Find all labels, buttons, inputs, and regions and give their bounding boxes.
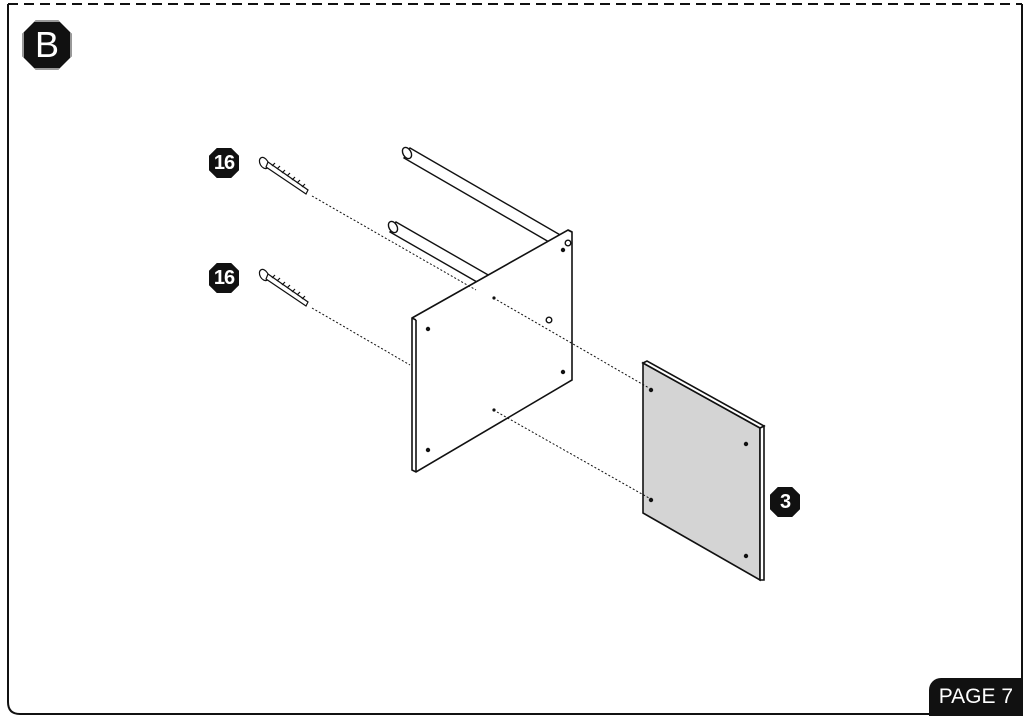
dowel-rods — [387, 146, 563, 287]
page-number: PAGE 7 — [928, 678, 1023, 716]
side-panel — [411, 229, 573, 473]
part-label-panel: 3 — [770, 487, 800, 517]
step-badge: B — [22, 20, 72, 70]
page-border — [7, 4, 1023, 715]
screw-top — [258, 156, 309, 195]
part-label-screw-top: 16 — [209, 148, 239, 178]
grey-panel-holes — [648, 387, 749, 559]
side-panel-holes — [425, 239, 572, 453]
screw-bottom — [258, 268, 309, 307]
alignment-guides — [311, 195, 650, 499]
grey-panel — [641, 360, 766, 582]
part-label-screw-bottom: 16 — [209, 263, 239, 293]
